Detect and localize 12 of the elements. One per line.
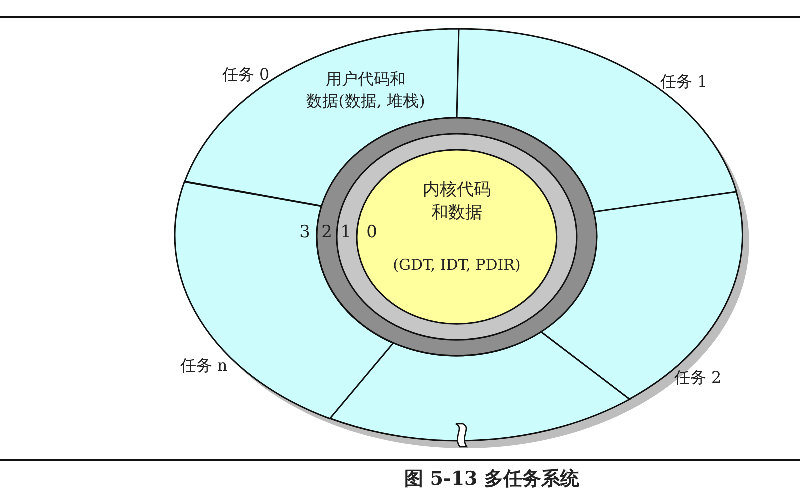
ring-number: 3 [300, 222, 310, 244]
task-label: 任务 n [180, 355, 228, 377]
sector-text: 用户代码和数据(数据, 堆栈) [306, 68, 426, 112]
figure-caption: 图 5-13 多任务系统 [404, 467, 580, 492]
task-label: 任务 1 [660, 71, 708, 93]
kernel-label: 内核代码和数据 [422, 179, 492, 225]
task-label: 任务 2 [674, 367, 722, 389]
ring-number: 1 [340, 222, 352, 244]
ring-number: 0 [366, 222, 378, 244]
kernel-tables-label: (GDT, IDT, PDIR) [393, 254, 521, 276]
task-label: 任务 0 [222, 64, 270, 86]
ring-number: 2 [322, 222, 332, 244]
